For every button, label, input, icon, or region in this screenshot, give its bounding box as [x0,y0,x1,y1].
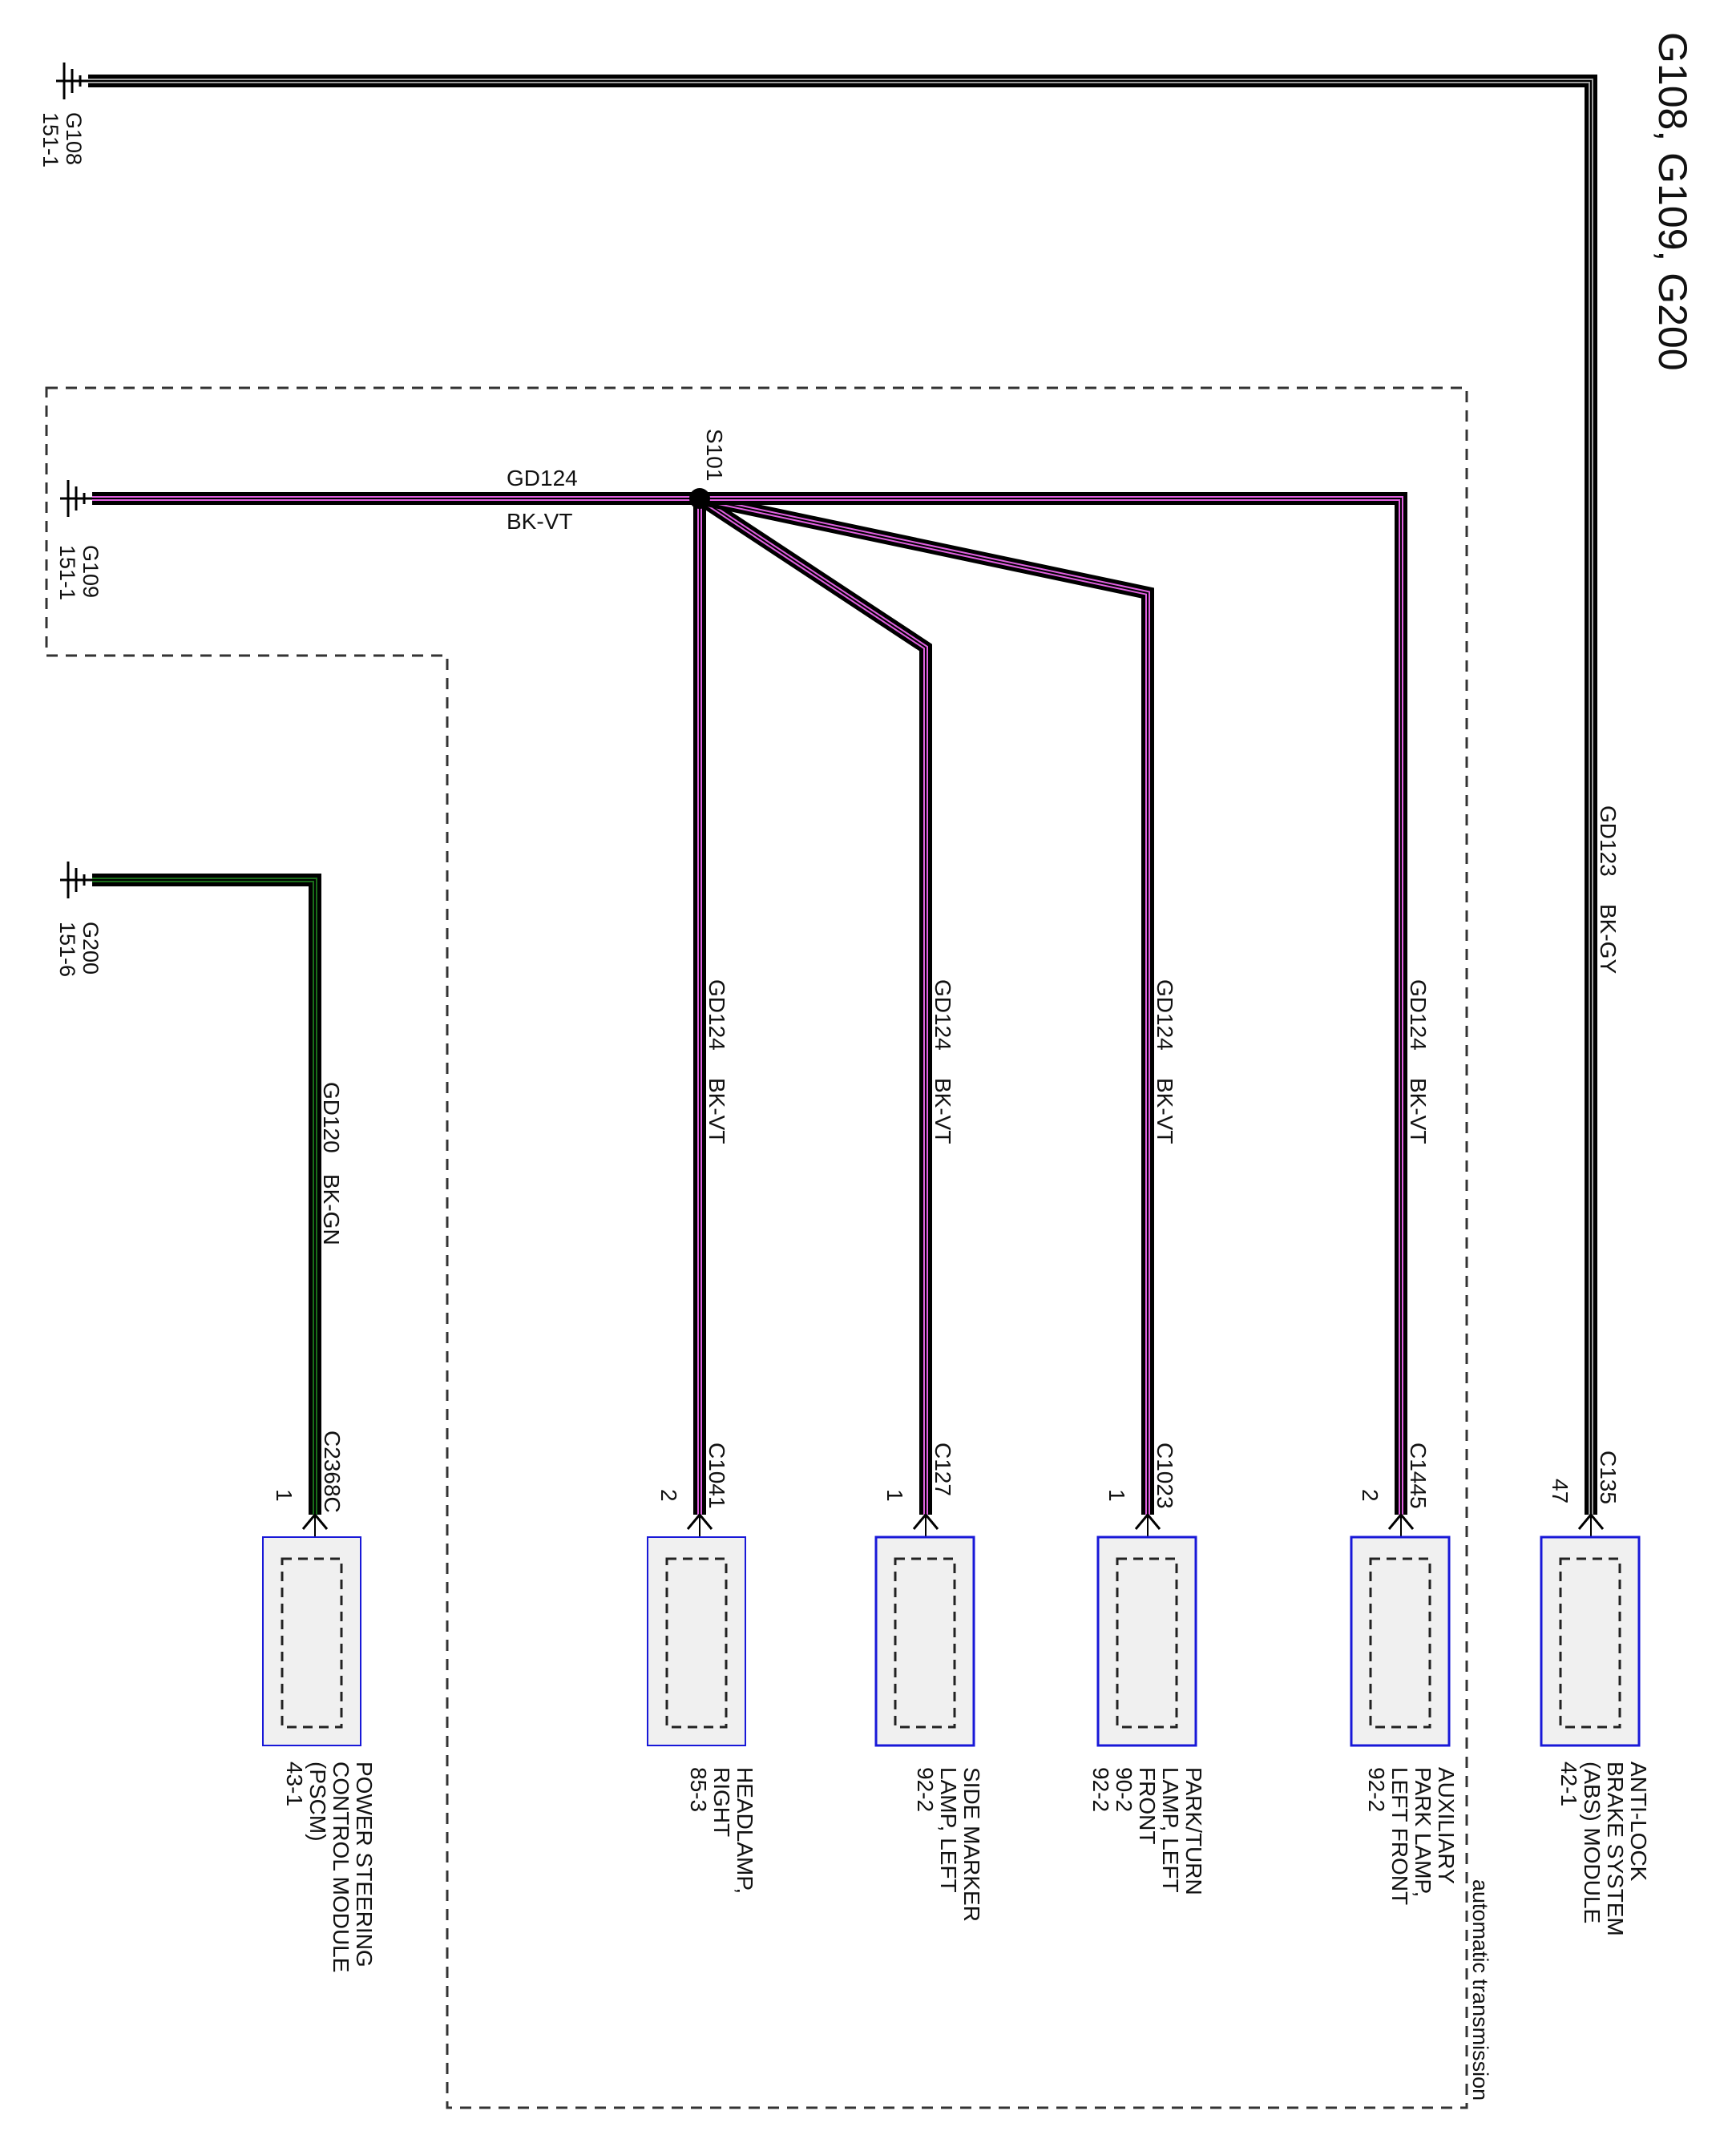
connector-inner-outline [1369,1557,1431,1729]
connector-body [1096,1536,1197,1747]
component-name-sidemarker: SIDE MARKER LAMP, LEFT [936,1767,984,1928]
component-name-pscm: POWER STEERING CONTROL MODULE (PSCM) [305,1762,377,1979]
wire-gd124-main-color: BK-VT [507,509,572,534]
connector-label-auxpark: C1445 [1406,1443,1431,1509]
connector-body [1350,1536,1451,1747]
component-ref-headlamp: 85-3 [686,1767,711,1812]
wire-gd124-parkturn [698,492,1154,1515]
component-park-turn-lamp [1096,1512,1197,1747]
wire-gd124-sidemarker [696,493,932,1515]
connector-body [647,1536,746,1746]
pin-label-parkturn: 1 [1104,1489,1129,1502]
connector-label-parkturn: C1023 [1153,1443,1177,1509]
component-ref-auxpark: 92-2 [1364,1767,1389,1812]
connector-label-pscm: C2368C [320,1431,345,1513]
connector-body [874,1536,975,1747]
wire-gd124-sidemarker-circuit: GD124 [931,979,955,1051]
component-ref-parkturn: 90-292-2 [1088,1767,1136,1812]
wire-gd124-auxpark-circuit: GD124 [1406,979,1431,1051]
wire-gd124-parkturn-circuit: GD124 [1153,979,1177,1051]
component-name-auxpark: AUXILIARY PARK LAMP, LEFT FRONT [1387,1767,1459,1905]
region-label: automatic transmission [1468,1879,1492,2101]
component-pscm [262,1512,361,1746]
connector-body [262,1536,361,1746]
wire-gd123 [88,75,1597,1515]
component-ref-sidemarker: 92-2 [913,1767,938,1812]
connector-inner-outline [894,1557,956,1729]
connector-inner-outline [665,1557,728,1729]
component-name-abs: ANTI-LOCK BRAKE SYSTEM (ABS) MODULE [1580,1762,1651,1943]
wire-gd124-headlamp-color: BK-VT [704,1078,729,1144]
wire-gd120-circuit: GD120 [319,1082,344,1153]
component-headlamp-right [647,1512,746,1746]
component-name-parkturn: PARK/TURN LAMP, LEFT FRONT [1135,1767,1206,1902]
connector-label-headlamp: C1041 [704,1443,729,1509]
connector-inner-outline [1559,1557,1621,1729]
connector-inner-outline [281,1557,343,1729]
pin-label-abs: 47 [1548,1479,1572,1503]
wire-gd124-auxpark-color: BK-VT [1406,1078,1431,1144]
wire-gd124-headlamp-circuit: GD124 [704,979,729,1051]
ground-symbol-g108 [56,63,88,99]
wire-gd124-auxpark [700,492,1407,1515]
wire-gd123-circuit: GD123 [1596,805,1621,877]
connector-label-abs: C135 [1596,1451,1621,1504]
component-aux-park-lamp [1350,1512,1451,1747]
splice-s101 [689,488,710,509]
connector-label-sidemarker: C127 [931,1443,955,1496]
ground-g200-name: G200 [79,922,103,975]
pin-label-headlamp: 2 [656,1489,681,1502]
diagram-title: G108, G109, G200 [1650,32,1695,371]
ground-g109-ref: 151-1 [55,545,79,600]
connector-inner-outline [1116,1557,1178,1729]
pin-label-pscm: 1 [272,1489,297,1502]
ground-symbol-g200 [60,862,92,898]
wire-gd124-parkturn-color: BK-VT [1153,1078,1177,1144]
component-ref-pscm: 43-1 [282,1762,307,1806]
component-side-marker-left [874,1512,975,1747]
ground-g108-name: G108 [62,112,86,165]
pin-label-sidemarker: 1 [882,1489,907,1502]
ground-g200-ref: 151-6 [55,922,79,977]
component-name-headlamp: HEADLAMP, RIGHT [709,1767,757,1900]
pin-label-auxpark: 2 [1358,1489,1383,1502]
wire-gd123-color: BK-GY [1596,904,1621,974]
automatic-transmission-region [45,386,1468,2109]
wire-gd120-color: BK-GN [319,1174,344,1245]
wire-gd124-sidemarker-color: BK-VT [931,1078,955,1144]
wire-gd120 [92,874,321,1515]
ground-g109-name: G109 [79,545,103,598]
splice-label: S101 [702,429,727,481]
component-abs-module [1540,1512,1641,1747]
ground-symbol-g109 [60,480,92,517]
component-ref-abs: 42-1 [1556,1762,1581,1806]
ground-g108-ref: 151-1 [38,112,63,167]
connector-body [1540,1536,1641,1747]
wire-gd124-main-circuit: GD124 [507,466,578,490]
